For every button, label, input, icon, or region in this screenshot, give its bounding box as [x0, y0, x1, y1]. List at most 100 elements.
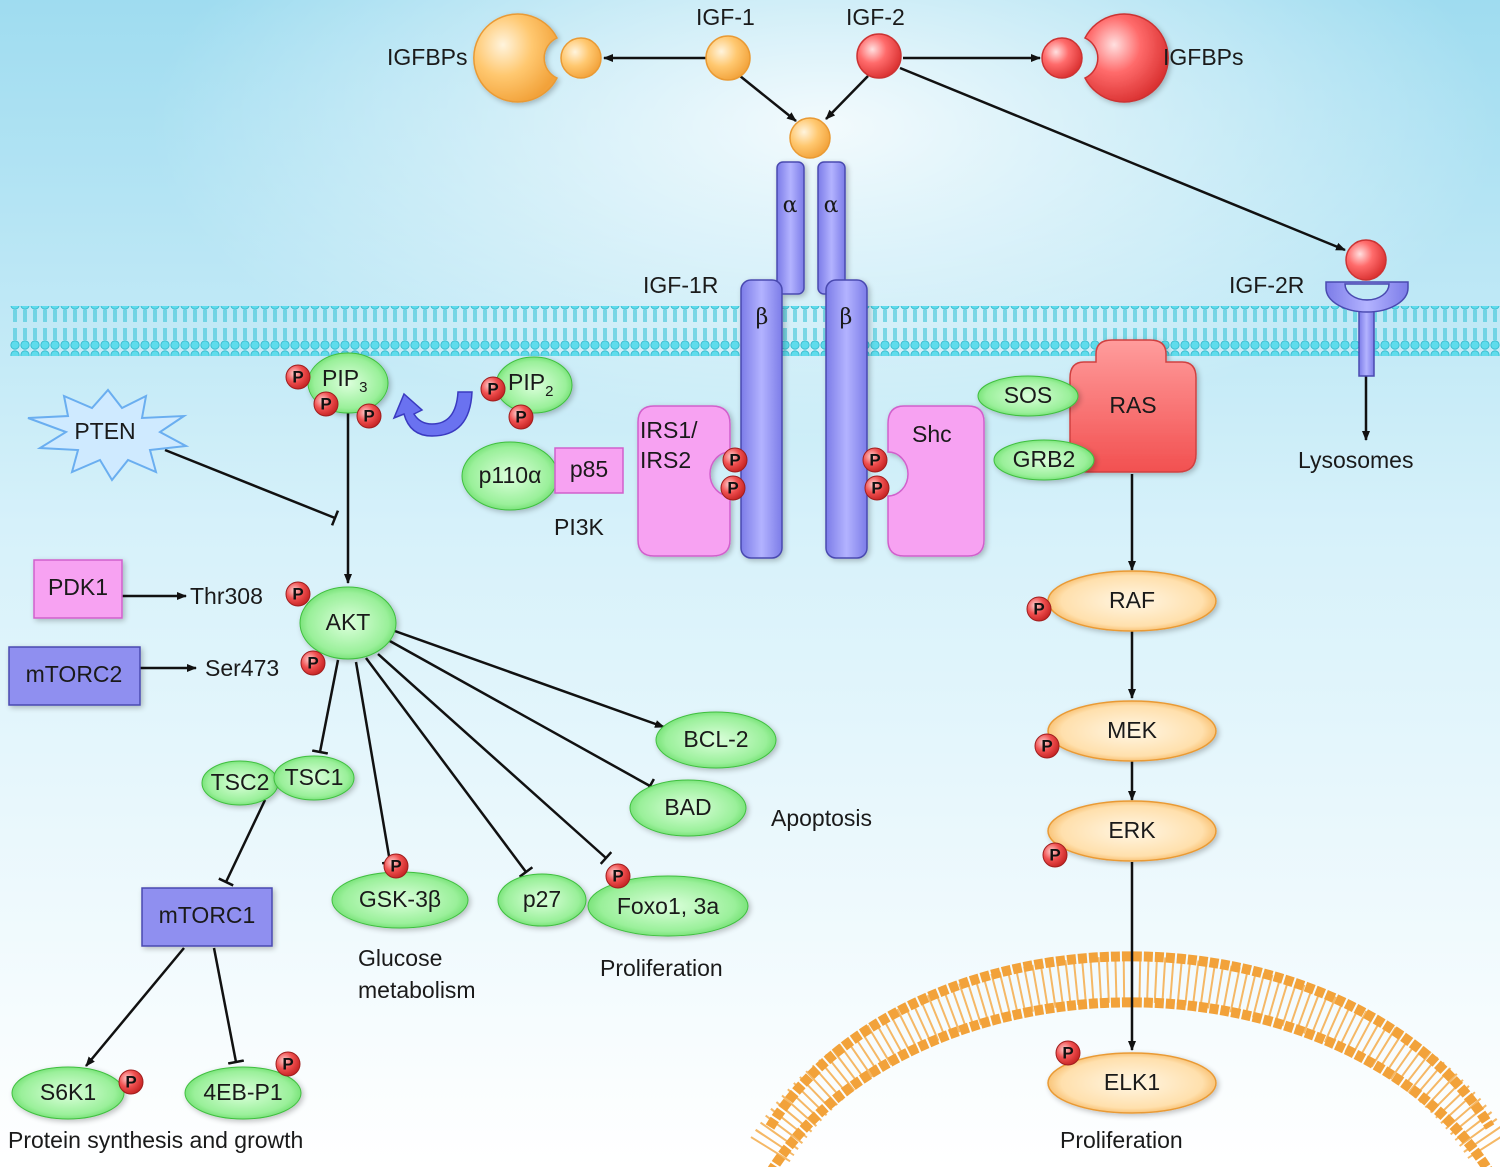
- bcl2-label: BCL-2: [683, 726, 748, 752]
- shc-label: Shc: [912, 421, 952, 447]
- svg-text:P: P: [1041, 736, 1052, 755]
- igf1-ligand: [705, 35, 751, 81]
- bcl2-node: [655, 711, 777, 769]
- pdk1-label: PDK1: [48, 574, 108, 600]
- igf2-bound-to-igf2r: [1345, 239, 1387, 281]
- irs-label-line2: IRS2: [640, 447, 691, 473]
- svg-text:P: P: [487, 379, 498, 398]
- 4ebp1-node: [184, 1066, 302, 1120]
- svg-text:P: P: [729, 450, 740, 469]
- inhibit-akt-p27: [364, 657, 534, 878]
- igf2-ligand: [856, 33, 902, 79]
- conversion-arrow-icon: [392, 391, 473, 437]
- proliferation-left-label: Proliferation: [600, 955, 723, 981]
- phospho-elk1: P: [1055, 1040, 1081, 1066]
- p85-label: p85: [570, 456, 608, 482]
- beta-subunit-right: [825, 279, 868, 559]
- mtorc1-label: mTORC1: [159, 902, 256, 928]
- connector-lines: [85, 54, 1370, 1067]
- igfbp-right: [1083, 13, 1169, 103]
- mek-label: MEK: [1107, 717, 1158, 743]
- irs-label-line1: IRS1/: [640, 417, 698, 443]
- phospho-irs-1: P: [722, 447, 748, 473]
- alpha-right-label: α: [824, 193, 839, 218]
- svg-text:P: P: [869, 450, 880, 469]
- pip3-label: PIP3: [322, 365, 367, 396]
- s6k1-label: S6K1: [40, 1079, 96, 1105]
- glucose-label-line2: metabolism: [358, 977, 476, 1003]
- mtorc1-node: [141, 887, 273, 947]
- igf2-label: IGF-2: [846, 4, 905, 30]
- phospho-thr308: P: [285, 581, 311, 607]
- ras-node: [1069, 339, 1197, 473]
- p27-node: [497, 873, 587, 927]
- phospho-4ebp1: P: [275, 1051, 301, 1077]
- svg-text:P: P: [390, 856, 401, 875]
- svg-text:P: P: [515, 407, 526, 426]
- inhibit-akt-bad: [387, 638, 655, 794]
- ser473-label: Ser473: [205, 655, 279, 681]
- igf1-bound-to-igfbp: [560, 37, 602, 79]
- inhibit-akt-gsk3b: [354, 661, 399, 865]
- proliferation-right-label: Proliferation: [1060, 1127, 1183, 1153]
- svg-text:P: P: [292, 367, 303, 386]
- phospho-shc-1: P: [862, 447, 888, 473]
- grb2-label: GRB2: [1013, 446, 1076, 472]
- igfbps-left-label: IGFBPs: [387, 44, 468, 70]
- svg-text:P: P: [363, 406, 374, 425]
- inhibit-tsc-mtorc1: [218, 799, 267, 887]
- shc-adaptor: [887, 405, 985, 557]
- alpha-left-label: α: [783, 193, 798, 218]
- igf2-bound-to-igfbp: [1041, 37, 1083, 79]
- grb2-node: [993, 439, 1095, 481]
- pten-node: [27, 388, 190, 482]
- p110a-label: p110α: [479, 462, 542, 488]
- 4ebp1-label: 4EB-P1: [203, 1079, 282, 1105]
- thr308-label: Thr308: [190, 583, 263, 609]
- arrow-igf2-igf2r: [899, 66, 1346, 252]
- erk-node: [1047, 800, 1217, 862]
- phospho-pip3-2: P: [313, 391, 339, 417]
- phospho-raf: P: [1026, 596, 1052, 622]
- svg-text:P: P: [1033, 599, 1044, 618]
- arrow-igf2-receptor: [825, 75, 869, 120]
- bound-ligand-receptor: [789, 117, 831, 159]
- pi3k-label: PI3K: [554, 514, 605, 540]
- nuclear-membrane: [750, 951, 1500, 1172]
- arrow-igf1-receptor: [739, 75, 797, 122]
- sos-node: [977, 375, 1079, 417]
- inhibit-pten-akt: [164, 448, 340, 526]
- akt-label: AKT: [326, 609, 371, 635]
- pip2-label: PIP2: [508, 369, 553, 400]
- igf2r-label: IGF-2R: [1229, 272, 1304, 298]
- svg-text:P: P: [612, 866, 623, 885]
- alpha-subunit-right: [817, 161, 846, 295]
- sos-label: SOS: [1004, 382, 1053, 408]
- arrow-mtorc1-s6k1: [85, 947, 185, 1067]
- tsc1-label: TSC1: [285, 764, 344, 790]
- protein-synthesis-label: Protein synthesis and growth: [8, 1127, 303, 1153]
- mek-node: [1047, 700, 1217, 762]
- phospho-irs-2: P: [720, 475, 746, 501]
- svg-text:P: P: [1062, 1043, 1073, 1062]
- elk1-node: [1047, 1052, 1217, 1114]
- foxo-label: Foxo1, 3a: [617, 893, 719, 919]
- igf1-label: IGF-1: [696, 4, 755, 30]
- igfbp-left: [473, 13, 559, 103]
- p27-label: p27: [523, 886, 561, 912]
- beta-left-label: β: [756, 305, 769, 330]
- phospho-shc-2: P: [864, 475, 890, 501]
- lysosomes-label: Lysosomes: [1298, 447, 1413, 473]
- ras-label: RAS: [1109, 392, 1156, 418]
- raf-label: RAF: [1109, 587, 1155, 613]
- p85-node: [554, 447, 624, 494]
- mtorc2-label: mTORC2: [26, 661, 123, 687]
- gsk3b-label: GSK-3β: [359, 886, 441, 912]
- phospho-pip2-1: P: [480, 376, 506, 402]
- phospho-s6k1: P: [118, 1069, 144, 1095]
- glucose-label-line1: Glucose: [358, 945, 442, 971]
- igfbps-right-label: IGFBPs: [1163, 44, 1244, 70]
- phospho-erk: P: [1042, 842, 1068, 868]
